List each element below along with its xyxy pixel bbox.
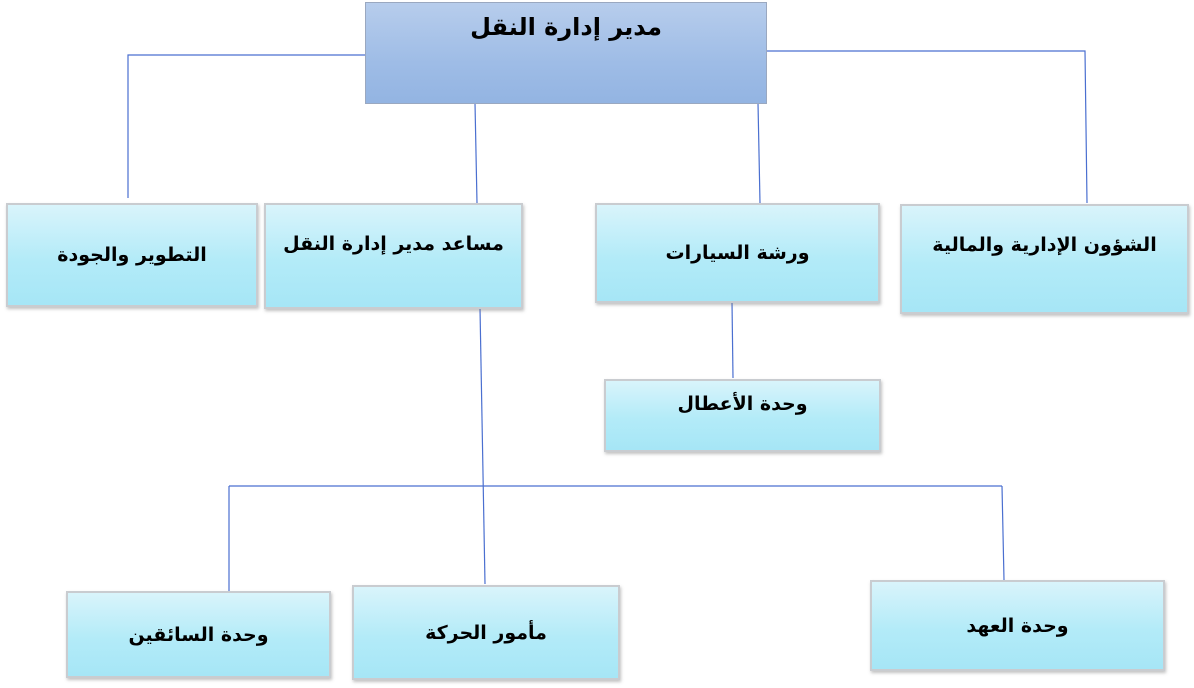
box-label: الشؤون الإدارية والمالية <box>932 234 1157 256</box>
box-drivers-unit: وحدة السائقين <box>66 591 331 678</box>
box-label: وحدة العهد <box>966 614 1069 637</box>
connector-admin-finance <box>766 50 1088 204</box>
connector-custody <box>1001 485 1005 581</box>
box-development-quality: التطوير والجودة <box>6 203 258 307</box>
box-breakdowns-unit: وحدة الأعطال <box>604 379 881 452</box>
connector-development <box>127 54 366 198</box>
box-custody-unit: وحدة العهد <box>870 580 1165 671</box>
connector-workshop <box>757 102 761 204</box>
box-label: مساعد مدير إدارة النقل <box>283 233 504 255</box>
box-transport-manager: مدير إدارة النقل <box>365 2 767 104</box>
box-label: وحدة السائقين <box>128 623 269 646</box>
box-label: مأمور الحركة <box>425 621 547 644</box>
box-traffic-officer: مأمور الحركة <box>352 585 620 680</box>
box-car-workshop: ورشة السيارات <box>595 203 880 303</box>
box-assistant-manager: مساعد مدير إدارة النقل <box>264 203 523 309</box>
box-admin-finance: الشؤون الإدارية والمالية <box>900 204 1189 314</box>
box-label: مدير إدارة النقل <box>470 13 662 41</box>
connector-traffic <box>479 307 486 585</box>
box-label: وحدة الأعطال <box>677 393 808 415</box>
box-label: ورشة السيارات <box>665 242 810 264</box>
box-label: التطوير والجودة <box>57 244 207 266</box>
connector-breakdowns <box>731 301 734 379</box>
connector-assistant <box>474 102 478 204</box>
